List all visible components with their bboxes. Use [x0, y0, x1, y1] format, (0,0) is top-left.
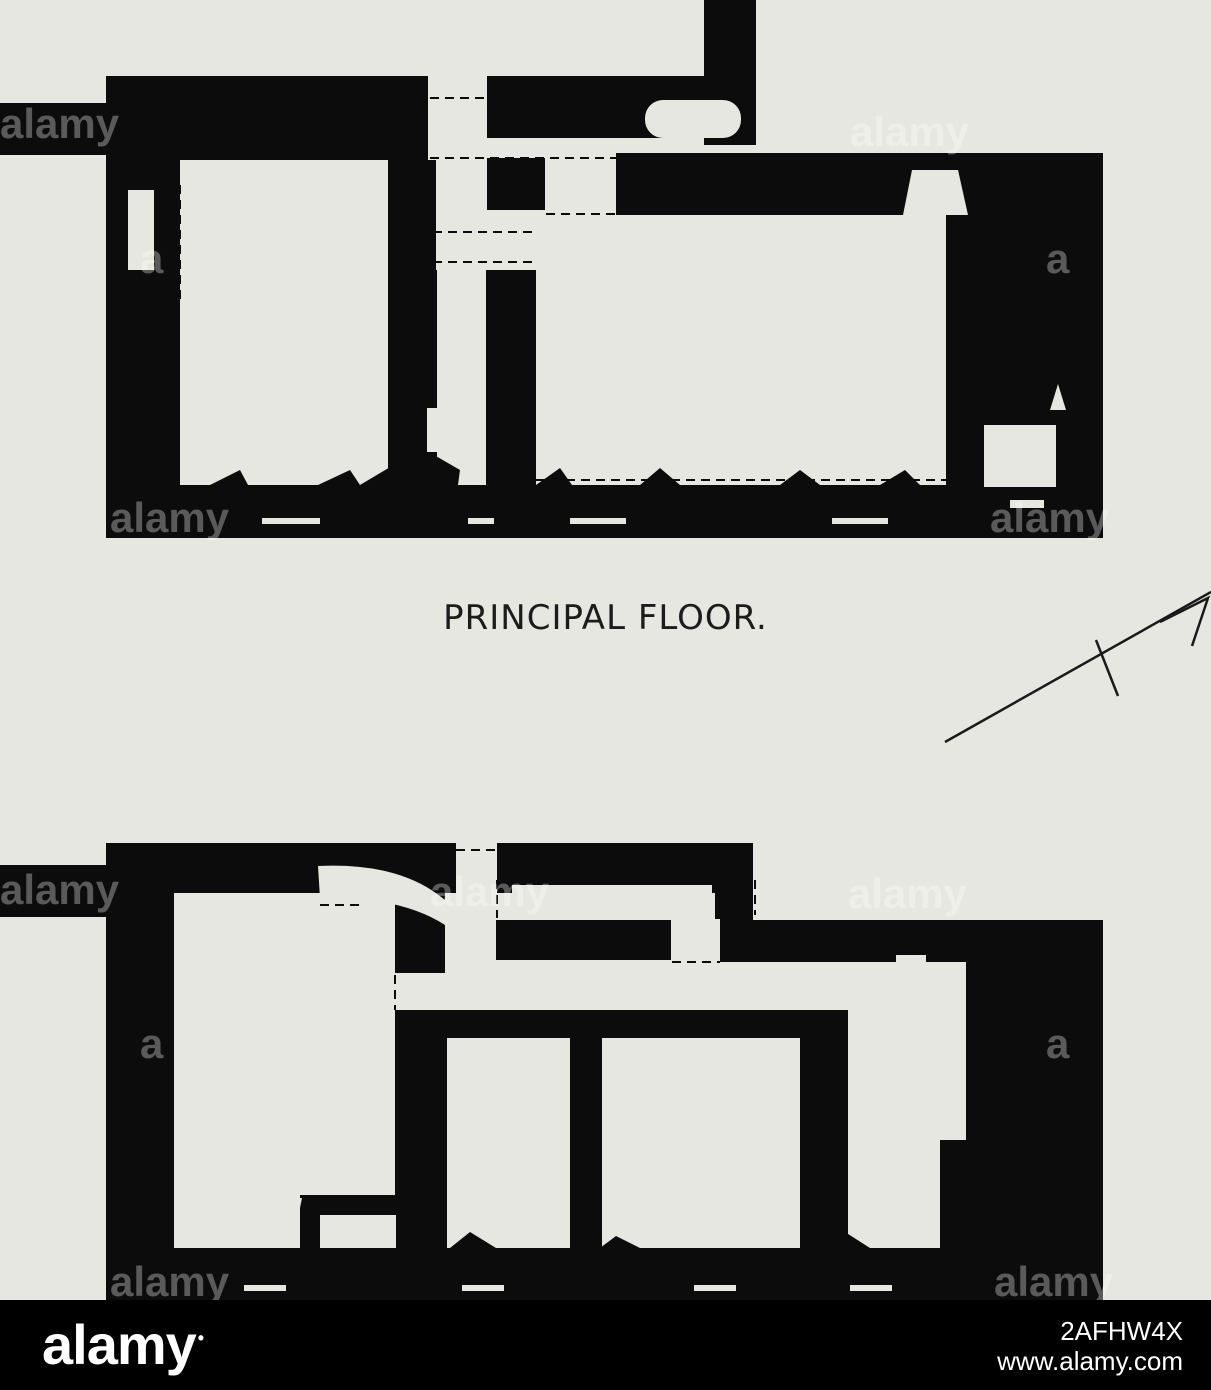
upper-window-splay-5: [780, 470, 820, 485]
watermark-lower-mid: alamy: [430, 868, 550, 915]
watermark-letter-1: a: [140, 235, 164, 282]
upper-left-window: [128, 190, 154, 270]
north-arrow-head: [1159, 595, 1211, 647]
watermark-bottom-right: alamy: [990, 494, 1110, 541]
upper-bottom-window-5: [1010, 500, 1044, 508]
upper-corridor-wall-b: [486, 270, 536, 485]
lower-bottom-window-2: [462, 1285, 504, 1291]
upper-bottom-wall: [106, 485, 1103, 538]
lower-left-wall: [106, 843, 174, 1295]
upper-bottom-window-3: [570, 518, 626, 524]
lower-floor-thresholds: [320, 849, 756, 1199]
watermark-bottom-left: alamy: [110, 494, 230, 541]
image-id: 2AFHW4X: [1060, 1316, 1183, 1346]
upper-corridor-niche: [427, 408, 437, 452]
lower-top-wall-mid: [497, 843, 753, 893]
lower-inner-top-wall: [720, 920, 966, 962]
lower-floor-openings: [232, 843, 926, 1291]
alamy-logo-text: alamy: [42, 1313, 197, 1376]
lower-annex-wall: [0, 865, 110, 917]
lower-bottom-window-1: [244, 1285, 286, 1291]
watermark-letter-4: a: [1046, 1020, 1070, 1067]
lower-passage-room: [512, 885, 712, 919]
watermark-left-top: alamy: [0, 100, 120, 147]
upper-door-gap-corridor: [437, 270, 486, 280]
lower-small-niche: [896, 955, 926, 975]
upper-bottom-window-2: [468, 518, 494, 524]
upper-left-wall: [106, 76, 180, 538]
lower-side-block: [940, 1140, 966, 1248]
upper-bottom-window-4: [832, 518, 888, 524]
lower-mid-wall-left: [496, 920, 671, 960]
upper-tower-recess: [645, 100, 741, 138]
upper-top-wall-right: [616, 153, 946, 215]
watermark-lower-left: alamy: [0, 866, 120, 913]
lower-top-window-splay: [262, 895, 300, 918]
lower-passage-divider-gap: [671, 919, 720, 961]
alamy-logo-trademark: •: [197, 1328, 204, 1349]
lower-window-splay-3: [820, 1232, 870, 1248]
lower-curved-passage: [318, 865, 445, 925]
watermark-letter-2: a: [1046, 235, 1070, 282]
upper-window-splay-6: [880, 470, 920, 485]
watermark-right-top: alamy: [850, 108, 970, 155]
upper-closet-niche: [1050, 384, 1066, 410]
lower-bottom-window-4: [850, 1285, 892, 1291]
lower-right-wall: [966, 920, 1103, 1300]
lower-closet-room: [320, 1215, 396, 1248]
floor-plan-plate: [0, 0, 1211, 1300]
lower-room-top-wall: [395, 1010, 848, 1038]
upper-stair-wedge: [360, 448, 460, 485]
north-arrow: [944, 590, 1211, 744]
lower-room-wall-mid: [570, 1020, 602, 1248]
stock-footer-bar: alamy• 2AFHW4X www.alamy.com: [0, 1300, 1211, 1390]
upper-floor-title: PRINCIPAL FLOOR.: [443, 598, 768, 638]
lower-window-splay-2: [600, 1236, 640, 1248]
lower-bottom-wall: [106, 1248, 1103, 1300]
lower-door-gap-top: [456, 843, 497, 893]
north-arrow-shaft: [944, 590, 1211, 744]
watermark-letter-3: a: [140, 1020, 164, 1067]
lower-bottom-window-3: [694, 1285, 736, 1291]
upper-door-gap-right: [545, 158, 616, 214]
watermark-lower-bottom-left: alamy: [110, 1258, 230, 1305]
upper-right-window-splay: [903, 170, 968, 215]
lower-window-splay-1: [450, 1232, 496, 1248]
upper-closet-room: [984, 425, 1056, 487]
lower-room-wall-right: [800, 1020, 848, 1248]
upper-floor-thresholds: [179, 97, 972, 493]
upper-closet-wall: [970, 215, 1010, 425]
upper-bottom-window-1: [262, 518, 320, 524]
watermark-lower-right: alamy: [848, 870, 968, 917]
lower-left-room-wall: [395, 1010, 447, 1248]
upper-window-splay-1: [210, 470, 248, 485]
image-credit: 2AFHW4X www.alamy.com: [997, 1316, 1183, 1376]
upper-floor-openings: [128, 76, 1066, 524]
north-arrow-crossbar: [1094, 639, 1120, 697]
upper-central-block: [487, 158, 545, 210]
upper-window-splay-2: [318, 470, 360, 485]
alamy-logo: alamy•: [42, 1312, 204, 1377]
watermark-lower-bottom-right: alamy: [994, 1258, 1114, 1305]
lower-left-window-splay: [232, 1198, 302, 1248]
image-url: www.alamy.com: [997, 1346, 1183, 1376]
upper-annex-wall: [0, 103, 112, 155]
upper-door-gap-top: [428, 76, 487, 160]
